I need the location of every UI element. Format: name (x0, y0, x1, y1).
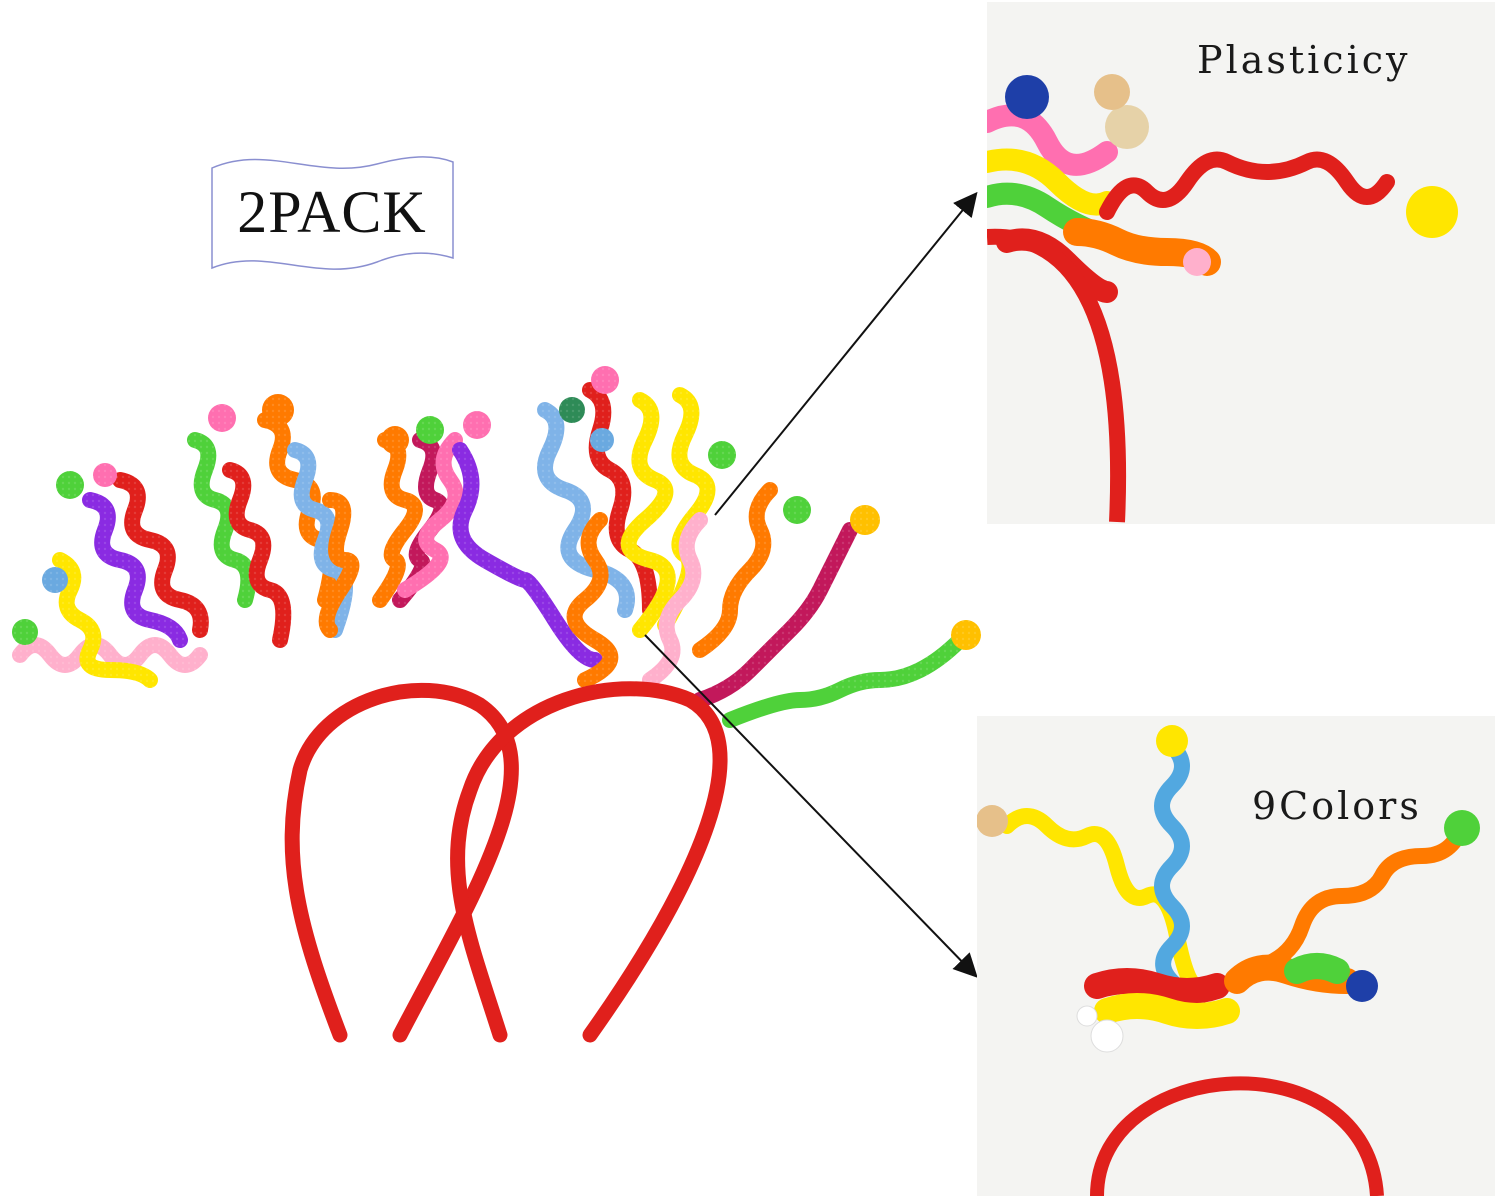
arrow-to-top-detail (714, 191, 978, 516)
detail-top-illustration (987, 2, 1495, 524)
headband-colors-photo: 9Colors (977, 716, 1495, 1196)
pack-badge: 2PACK (207, 150, 457, 275)
red-headbands (284, 681, 728, 1043)
badge-banner-shape (211, 156, 454, 270)
headband-detail-photo: Plasticicy (987, 2, 1495, 524)
pack-badge-text: 2PACK (237, 179, 427, 245)
detail-bottom-illustration (977, 716, 1495, 1196)
pom-poms (0, 360, 990, 690)
plasticity-label: Plasticicy (1197, 38, 1411, 82)
colors-label: 9Colors (1252, 784, 1422, 828)
arrow-to-bottom-detail (644, 634, 978, 978)
